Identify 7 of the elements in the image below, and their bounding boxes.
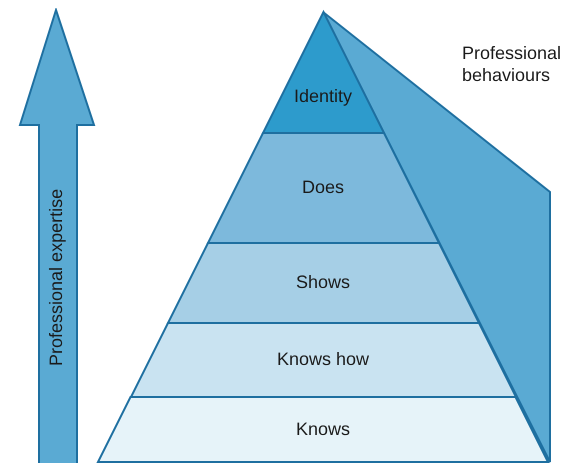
axis-label: Professional expertise — [46, 188, 67, 366]
layer-label: Identity — [292, 86, 354, 107]
side-label: Professional behaviours — [462, 42, 562, 86]
layer-label: Shows — [294, 272, 352, 293]
layer-label: Knows how — [276, 349, 370, 370]
layer-label: Knows — [294, 418, 352, 440]
layer-label: Does — [300, 177, 346, 198]
